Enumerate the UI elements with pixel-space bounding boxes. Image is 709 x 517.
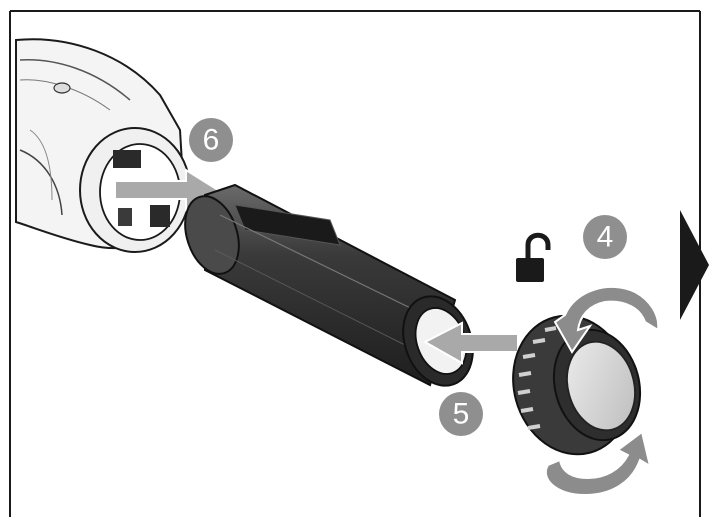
step-number-6: 6 xyxy=(203,124,220,157)
rotate-arrow-bottom xyxy=(544,430,652,497)
insert-arrow-6 xyxy=(114,168,220,212)
end-cap xyxy=(512,314,642,456)
battery-pack xyxy=(184,183,474,387)
step-badge-6: 6 xyxy=(189,118,233,162)
padlock-open-icon xyxy=(516,232,551,282)
step-number-5: 5 xyxy=(453,398,470,431)
step-badge-5: 5 xyxy=(439,392,483,436)
step-number-4: 4 xyxy=(597,221,614,254)
insert-arrow-5 xyxy=(422,321,519,365)
next-page-arrow-icon[interactable] xyxy=(680,210,709,320)
step-badge-4: 4 xyxy=(583,215,627,259)
rotate-arrow-top xyxy=(553,285,660,354)
